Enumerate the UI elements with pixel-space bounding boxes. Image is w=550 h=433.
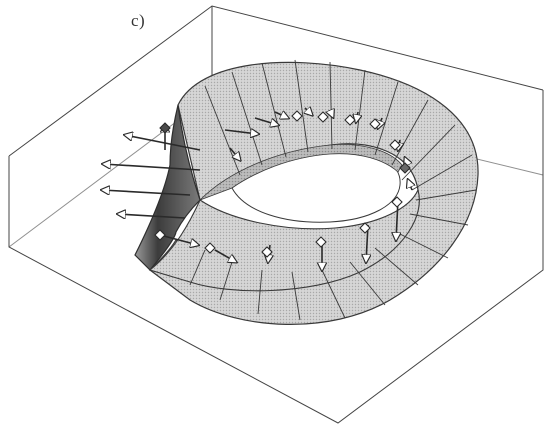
vector-marker bbox=[399, 162, 411, 174]
vector-arrow bbox=[159, 234, 198, 245]
vector-arrow bbox=[366, 224, 368, 262]
vector-arrow bbox=[254, 117, 278, 125]
strip-back-inner bbox=[199, 144, 403, 201]
vector-marker bbox=[204, 242, 216, 254]
vector-arrow bbox=[330, 110, 333, 117]
vector-arrow bbox=[125, 135, 201, 151]
vector-marker bbox=[389, 139, 401, 151]
vector-marker bbox=[315, 236, 327, 248]
vector-arrow bbox=[274, 112, 288, 118]
vector-arrow bbox=[224, 130, 258, 134]
panel-label: c) bbox=[131, 11, 146, 30]
vector-arrow bbox=[118, 214, 186, 218]
vector-base-markers bbox=[154, 110, 411, 258]
vector-arrow bbox=[102, 190, 191, 196]
vector-arrow bbox=[408, 180, 412, 191]
mobius-strip bbox=[134, 59, 479, 325]
vector-marker bbox=[159, 122, 171, 134]
strip-outer-band bbox=[149, 61, 479, 325]
vector-marker bbox=[391, 196, 403, 208]
vector-arrow bbox=[214, 249, 236, 262]
vector-arrow bbox=[305, 108, 312, 115]
vector-arrow bbox=[356, 111, 358, 122]
vector-arrow bbox=[378, 117, 382, 128]
vector-marker bbox=[359, 222, 371, 234]
vector-marker bbox=[291, 110, 303, 122]
vector-arrow bbox=[405, 158, 408, 165]
vector-arrow bbox=[103, 164, 201, 171]
vector-arrow bbox=[229, 147, 240, 160]
vector-marker bbox=[369, 118, 381, 130]
vector-marker bbox=[261, 246, 273, 258]
vector-marker bbox=[154, 229, 166, 241]
vector-marker bbox=[317, 111, 329, 123]
vector-marker bbox=[344, 114, 356, 126]
normal-vectors bbox=[102, 108, 412, 270]
strip-front-band bbox=[148, 188, 420, 292]
